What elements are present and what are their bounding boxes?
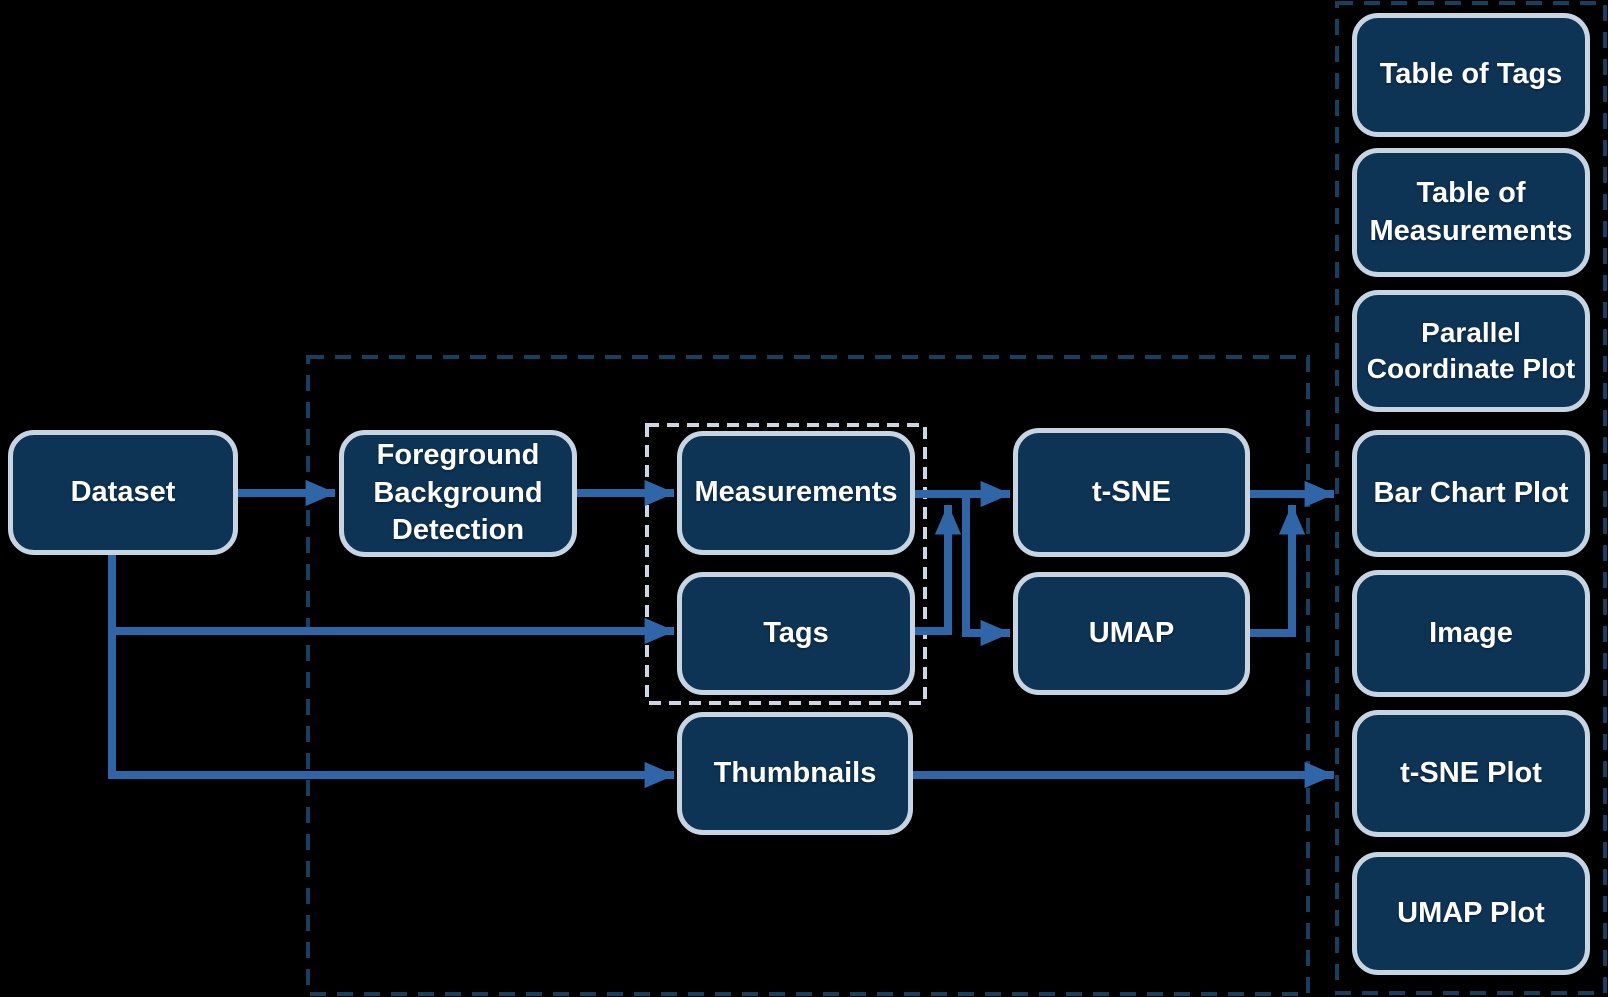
node-tsne-plot: t-SNE Plot — [1352, 710, 1590, 837]
node-measurements: Measurements — [677, 431, 915, 555]
node-tags: Tags — [677, 572, 915, 695]
node-umap: UMAP — [1013, 572, 1250, 695]
node-dataset: Dataset — [8, 430, 238, 555]
node-image: Image — [1352, 570, 1590, 697]
node-table-of-measurements-label: Table of Measurements — [1369, 176, 1573, 247]
node-umap-plot: UMAP Plot — [1352, 852, 1590, 975]
node-tsne-label: t-SNE — [1092, 475, 1171, 508]
node-tsne: t-SNE — [1013, 428, 1250, 557]
node-table-of-tags-label: Table of Tags — [1379, 58, 1563, 91]
arrow-tags-merge-up — [913, 504, 962, 635]
node-bar-chart-plot: Bar Chart Plot — [1352, 430, 1590, 557]
arrow-dataset-to-thumbnails — [108, 555, 675, 789]
node-table-of-measurements: Table of Measurements — [1352, 148, 1590, 277]
arrow-measurements-to-umap — [962, 494, 1011, 647]
node-thumbnails-label: Thumbnails — [713, 756, 877, 789]
node-bar-chart-plot-label: Bar Chart Plot — [1373, 476, 1569, 509]
node-parallel-coordinate-plot-label: Parallel Coordinate Plot — [1366, 316, 1576, 384]
node-tags-label: Tags — [763, 616, 829, 649]
node-parallel-coordinate-plot: Parallel Coordinate Plot — [1352, 290, 1590, 412]
node-thumbnails: Thumbnails — [677, 712, 913, 835]
arrow-umap-merge-up — [1250, 504, 1306, 637]
node-measurements-label: Measurements — [694, 476, 898, 509]
node-foreground-background-detection: Foreground Background Detection — [339, 430, 577, 557]
outputs-group-border — [1335, 1, 1607, 995]
node-foreground-background-detection-label: Foreground Background Detection — [373, 438, 543, 547]
processing-pipeline-group-border — [306, 355, 1310, 996]
node-umap-plot-label: UMAP Plot — [1397, 896, 1545, 929]
node-dataset-label: Dataset — [70, 475, 176, 508]
node-umap-label: UMAP — [1088, 616, 1175, 649]
node-table-of-tags: Table of Tags — [1352, 13, 1590, 137]
node-tsne-plot-label: t-SNE Plot — [1400, 756, 1542, 789]
node-image-label: Image — [1429, 616, 1513, 649]
